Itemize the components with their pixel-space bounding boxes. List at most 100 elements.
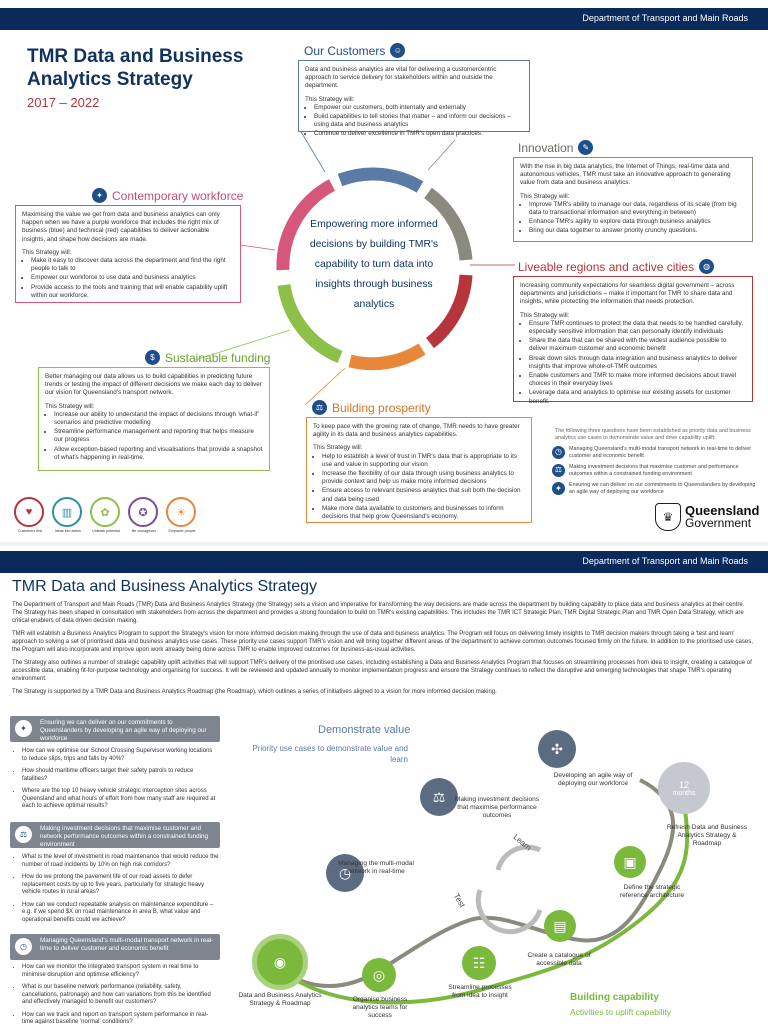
value-icon: ☀: [166, 497, 196, 527]
title-line2: Analytics Strategy: [27, 69, 193, 90]
workforce-box: Maximising the value we get from data an…: [15, 205, 241, 303]
list-item: Enable customers and TMR to make more in…: [529, 372, 746, 388]
liveable-intro: Increasing community expectations for se…: [520, 282, 735, 306]
use-case-questions: What is the level of investment in road …: [14, 854, 219, 929]
architecture-node: ▣: [614, 846, 646, 878]
teams-node: ◎: [362, 958, 396, 992]
prosperity-heading-text: Building prosperity: [332, 400, 431, 415]
workforce-will: This Strategy will:: [22, 248, 72, 256]
list-item: Leverage data and analytics to optimise …: [529, 389, 746, 405]
use-case-heading-text: Ensuring we can deliver on our commitmen…: [40, 719, 207, 742]
years: 2017 – 2022: [27, 95, 100, 110]
node-label: Create a catalogue of accessible data: [527, 952, 591, 967]
workforce-heading: ✦ Contemporary workforce: [92, 188, 243, 203]
ring-segment-funding: [277, 283, 343, 364]
list-item: Empower our workforce to use data and bu…: [31, 274, 234, 282]
innovation-icon: ✎: [578, 140, 594, 155]
value-icon: ♥: [14, 497, 44, 527]
node-label: Refresh Data and Business Analytics Stra…: [666, 824, 748, 847]
priority-item-text: Making investment decisions that maximis…: [569, 464, 739, 477]
ring-segment-customers: [337, 167, 424, 193]
page2-title: TMR Data and Business Analytics Strategy: [12, 578, 318, 595]
strategy-ring: [276, 167, 473, 371]
workforce-icon: ✦: [552, 482, 565, 496]
use-case-questions: How can we optimise our School Crossing …: [14, 748, 219, 816]
process-node: ☷: [462, 946, 496, 980]
department-label: Department of Transport and Main Roads: [582, 556, 748, 566]
use-case-heading-text: Managing Queensland's multi-modal transp…: [40, 937, 214, 952]
priority-item: ⚖ Making investment decisions that maximi…: [552, 464, 757, 478]
value-icon: ✿: [90, 497, 120, 527]
intro-paragraph: The Department of Transport and Main Roa…: [12, 602, 745, 624]
connector-lines: [194, 129, 515, 406]
value-badge: ▥Ideas into action: [52, 497, 84, 533]
title-line1: TMR Data and Business: [27, 46, 244, 67]
use-case-heading: ⚖Making investment decisions that maximi…: [10, 822, 220, 848]
list-item: How can we conduct repeatable analysis o…: [22, 902, 219, 925]
funding-will: This Strategy will:: [45, 402, 95, 410]
priority-list: ◷ Managing Queensland's multi-modal trans…: [552, 446, 757, 496]
use-case-heading: ✦ Ensuring we can deliver on our commitme…: [10, 716, 220, 742]
customers-will: This Strategy will:: [305, 95, 355, 103]
page1-title: TMR Data and Business Analytics Strategy: [27, 45, 243, 91]
customers-box: Data and business analytics are vital fo…: [298, 60, 530, 137]
values-row: ♥Customers first ▥Ideas into action ✿ Unl…: [14, 497, 198, 533]
value-icon: ✪: [128, 497, 158, 527]
ring-segment-workforce: [276, 179, 336, 271]
customers-heading-text: Our Customers: [304, 43, 386, 58]
value-label: Unleash potential: [92, 529, 120, 533]
priority-item-text: Managing Queensland's multi-modal transp…: [569, 446, 751, 459]
header-bar-page2: Department of Transport and Main Roads: [0, 551, 768, 573]
intro-paragraph: TMR will establish a Business Analytics …: [12, 631, 753, 653]
scales-icon: ⚖: [552, 464, 565, 478]
funding-heading: $ Sustainable funding: [145, 350, 270, 365]
prosperity-heading: ⚖ Building prosperity: [312, 400, 431, 415]
node-label: Making investment decisions that maximis…: [454, 796, 540, 819]
priority-item-text: Ensuring we can deliver on our commitmen…: [569, 482, 756, 495]
workforce-intro: Maximising the value we get from data an…: [22, 211, 220, 243]
intro-paragraph: The Strategy is supported by a TMR Data …: [12, 689, 497, 695]
node-label: Data and Business Analytics Strategy & R…: [238, 992, 322, 1007]
value-badge: ☀ Empower people: [166, 497, 198, 533]
list-item: Bring our data together to answer priori…: [529, 227, 746, 235]
list-item: Provide access to the tools and training…: [31, 284, 234, 300]
liveable-heading: Liveable regions and active cities ◍: [518, 259, 715, 274]
network-icon: ◷: [552, 446, 565, 459]
use-case-heading-text: Making investment decisions that maximis…: [40, 825, 209, 848]
innovation-will: This Strategy will:: [520, 192, 570, 200]
workforce-icon: ✦: [15, 720, 32, 737]
list-item: How should maritime officers target thei…: [22, 768, 219, 783]
customers-icon: ☺: [390, 43, 406, 58]
roadmap-curve: [268, 778, 690, 1005]
innovation-intro: With the rise in big data analytics, the…: [520, 163, 731, 187]
node-label: Developing an agile way of deploying our…: [553, 772, 633, 787]
customers-heading: Our Customers ☺: [304, 43, 406, 58]
intro-paragraph: The Strategy also outlines a number of s…: [12, 660, 752, 682]
list-item: Make it easy to discover data across the…: [31, 257, 234, 273]
list-item: Help to establish a level of trust in TM…: [322, 453, 525, 469]
list-item: Improve TMR's ability to manage our data…: [529, 201, 746, 217]
list-item: Make more data available to customers an…: [322, 505, 525, 521]
list-item: Increase our ability to understand the i…: [54, 411, 263, 427]
qld-logo-line2: Government: [685, 516, 752, 530]
ring-segment-innovation: [424, 187, 473, 261]
qld-government-logo: ♛ Queensland Government: [655, 503, 759, 531]
prosperity-box: To keep pace with the growing rate of ch…: [306, 417, 532, 523]
months-number: 12: [678, 779, 689, 790]
funding-icon: $: [145, 350, 160, 365]
network-node: ✣: [538, 730, 576, 768]
value-label: Be courageous: [131, 529, 157, 533]
value-badge: ♥Customers first: [14, 497, 46, 533]
building-capability-heading: Building capability: [570, 992, 659, 1003]
list-item: How can we monitor the integrated transp…: [22, 964, 219, 979]
innovation-heading: Innovation ✎: [518, 140, 594, 155]
funding-heading-text: Sustainable funding: [165, 350, 271, 365]
workforce-icon: ✦: [92, 188, 107, 203]
globe-icon: ◍: [699, 259, 715, 274]
value-label: Empower people: [168, 529, 196, 533]
page2-intro: The Department of Transport and Main Roa…: [12, 601, 754, 701]
list-item: How can we optimise our School Crossing …: [22, 748, 219, 763]
page-divider: [0, 542, 768, 546]
list-item: Ensure TMR continues to protect the data…: [529, 320, 746, 336]
demonstrate-value-heading: Demonstrate value: [318, 724, 411, 736]
